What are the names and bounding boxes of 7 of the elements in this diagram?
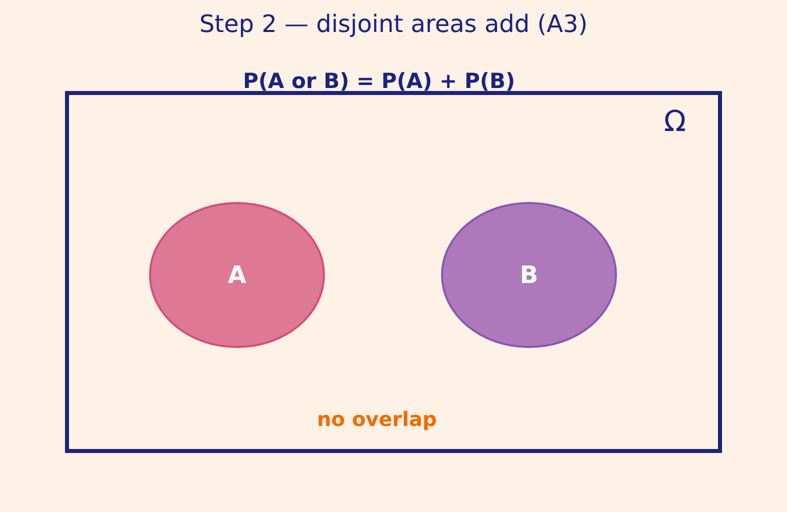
event-label: A — [228, 263, 246, 287]
annotation-text: no overlap — [317, 409, 437, 429]
sample-space-symbol: Ω — [664, 107, 686, 136]
sample-space-rectangle — [65, 91, 722, 453]
formula-text: P(A or B) = P(A) + P(B) — [242, 69, 516, 93]
diagram-title: Step 2 — disjoint areas add (A3) — [199, 12, 588, 36]
event-label: B — [520, 263, 538, 287]
